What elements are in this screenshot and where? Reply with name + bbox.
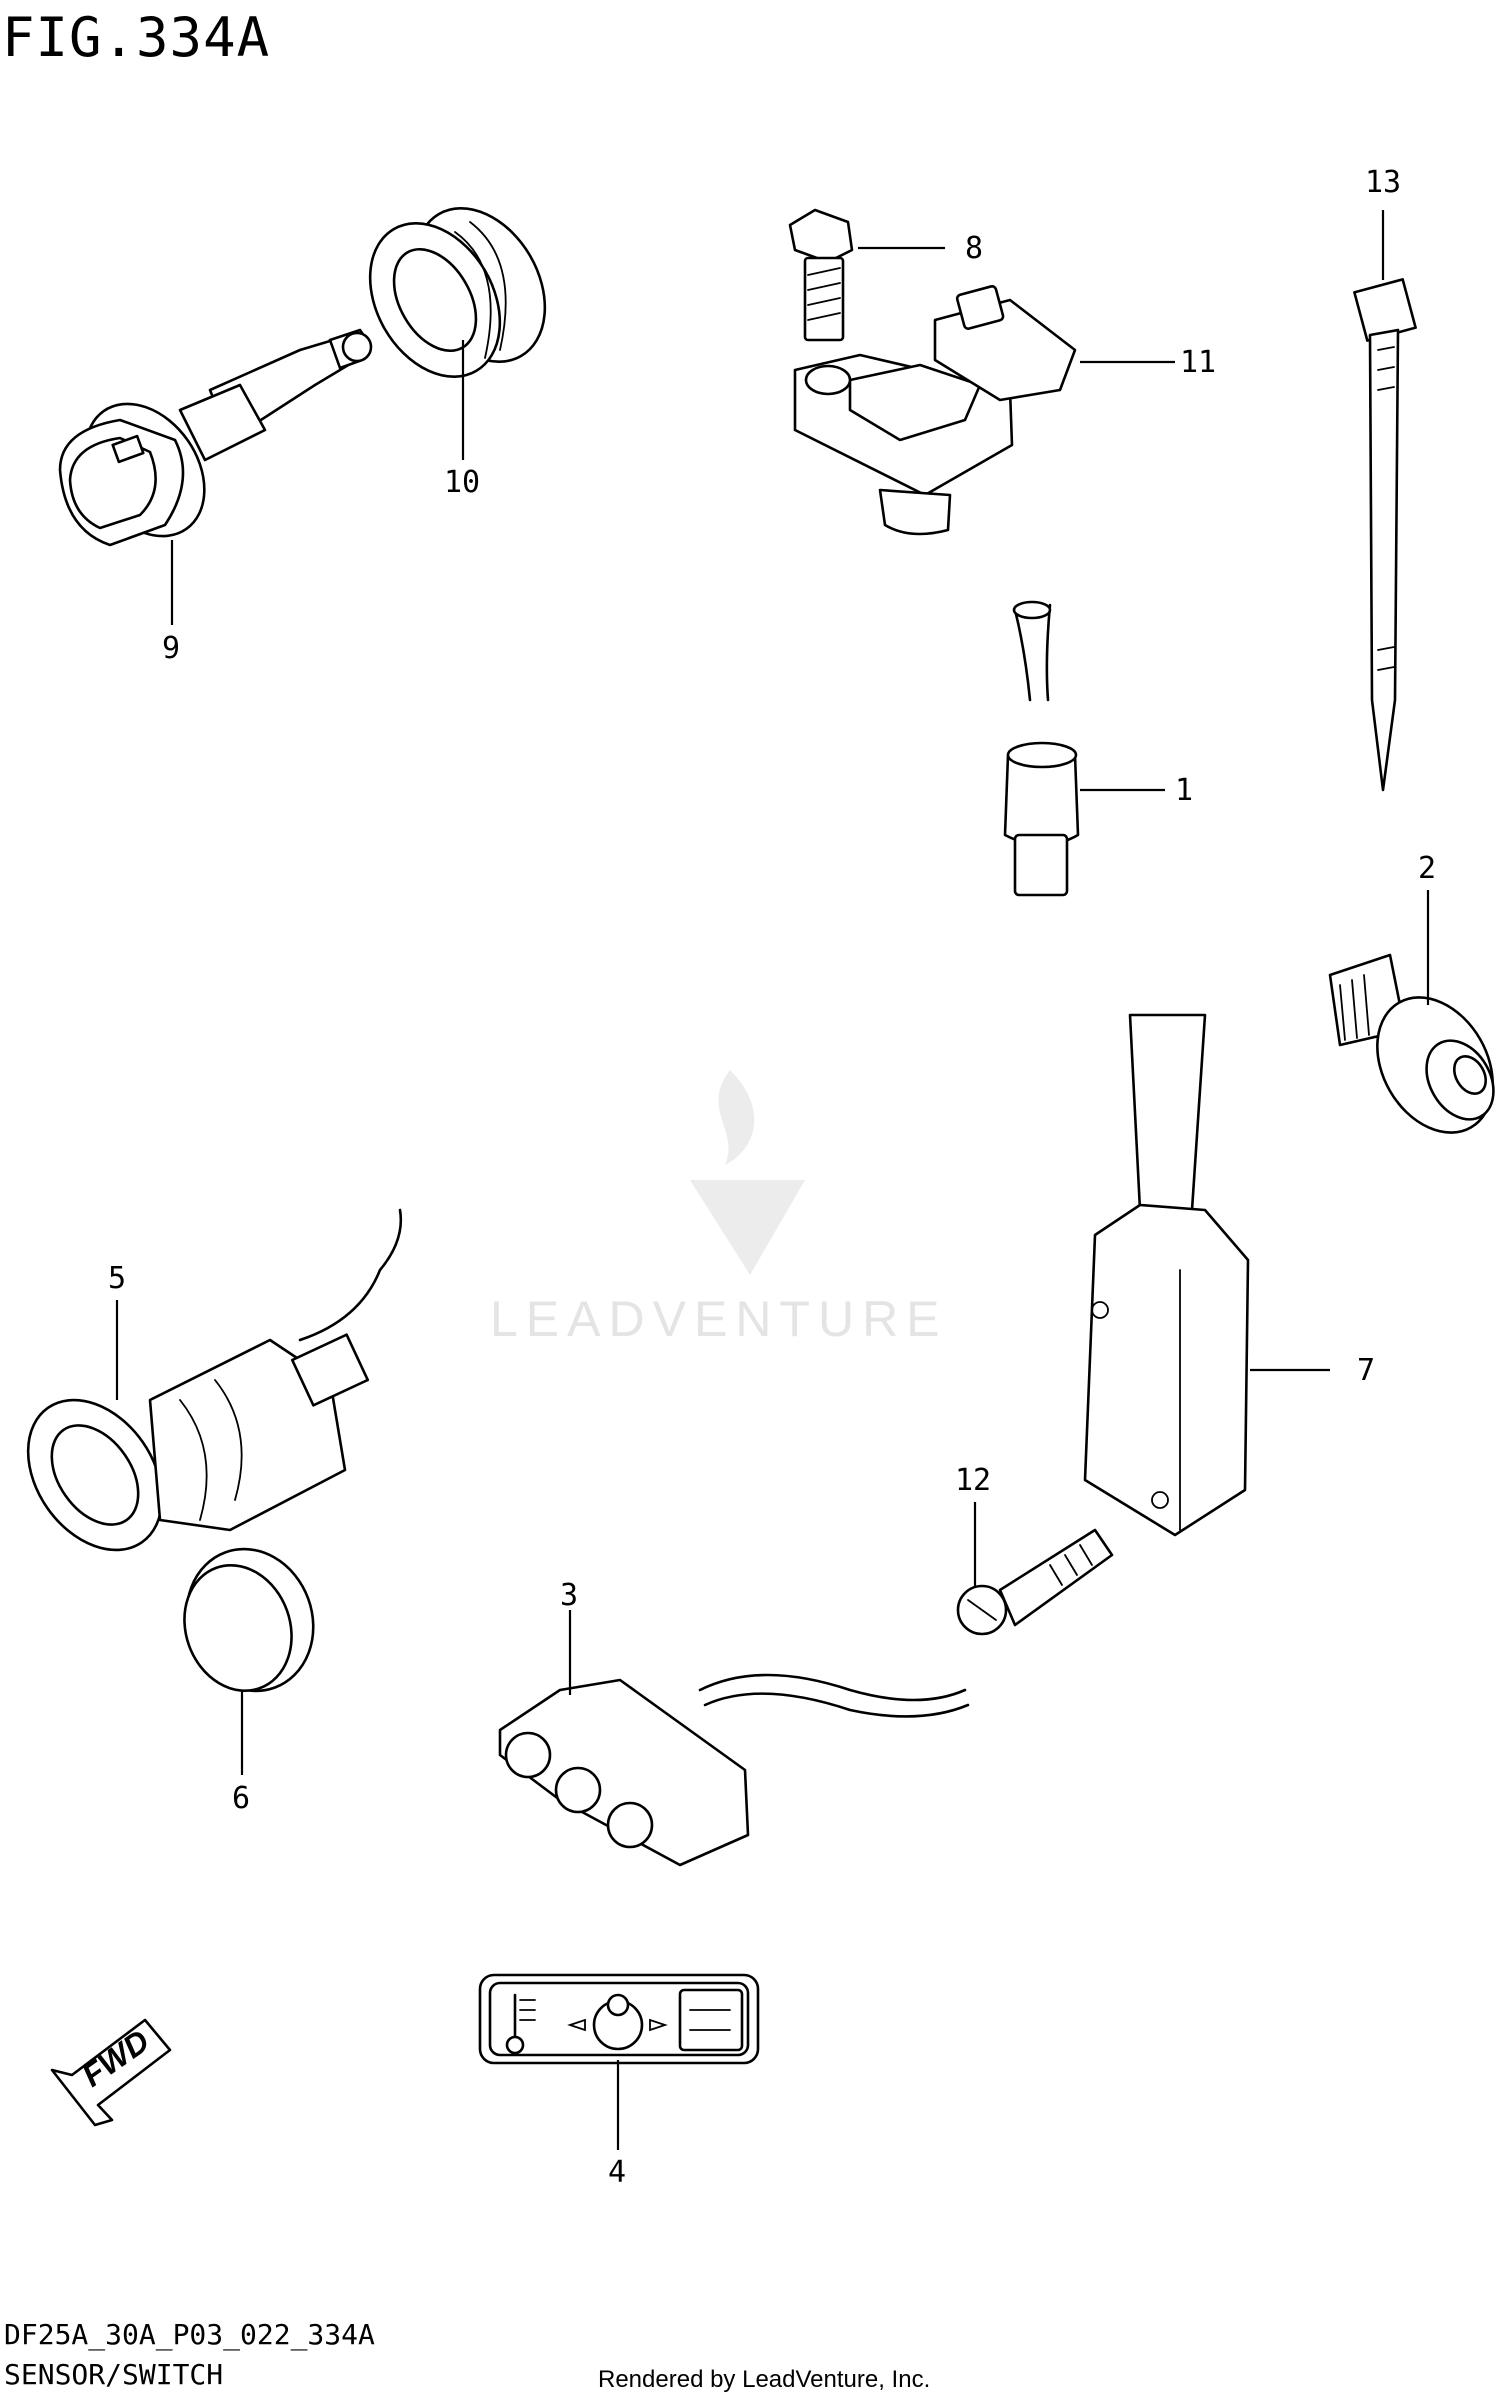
callout-5[interactable]: 5	[108, 1261, 126, 1296]
part-13-cable-tie[interactable]	[1353, 278, 1417, 792]
callout-6[interactable]: 6	[232, 1781, 250, 1816]
part-11-map-sensor[interactable]	[793, 285, 1077, 536]
leadventure-watermark: LEADVENTURE	[490, 1070, 948, 1347]
callout-2[interactable]: 2	[1418, 851, 1436, 886]
callout-1[interactable]: 1	[1175, 773, 1193, 808]
part-2-knock-sensor[interactable]	[1328, 953, 1500, 1153]
part-12-screw[interactable]	[956, 1528, 1114, 1636]
part-3-sensor-with-lead[interactable]	[498, 1673, 970, 1867]
part-10-grommet[interactable]	[344, 185, 571, 400]
callout-9[interactable]: 9	[162, 631, 180, 666]
part-7-switch[interactable]	[1083, 1013, 1250, 1537]
model-code: DF25A_30A_P03_022_334A	[4, 2318, 375, 2351]
watermark-text: LEADVENTURE	[490, 1291, 948, 1347]
section-name: SENSOR/SWITCH	[4, 2358, 224, 2391]
callout-11[interactable]: 11	[1180, 345, 1216, 380]
callout-3[interactable]: 3	[560, 1578, 578, 1613]
callout-10[interactable]: 10	[444, 465, 480, 500]
fwd-direction-arrow: FWD	[50, 2018, 172, 2127]
figure-title: FIG.334A	[2, 6, 271, 69]
rendered-by-credit: Rendered by LeadVenture, Inc.	[598, 2366, 931, 2393]
part-8-bolt[interactable]	[788, 208, 854, 342]
part-4-indicator-label[interactable]	[478, 1973, 760, 2065]
callout-8[interactable]: 8	[965, 231, 983, 266]
callout-7[interactable]: 7	[1357, 1353, 1375, 1388]
part-9-temperature-sensor[interactable]	[58, 328, 373, 559]
part-5-switch-assembly[interactable]	[0, 1208, 403, 1575]
leader-lines	[115, 210, 1430, 2150]
part-1-temperature-switch[interactable]	[1003, 600, 1080, 897]
callout-numbers: 1 2 3 4 5 6 7 8 9 10 11 12 13	[108, 165, 1436, 2190]
callout-13[interactable]: 13	[1365, 165, 1401, 200]
callout-4[interactable]: 4	[608, 2155, 626, 2190]
part-6-cap[interactable]	[167, 1531, 333, 1709]
callout-12[interactable]: 12	[955, 1463, 991, 1498]
